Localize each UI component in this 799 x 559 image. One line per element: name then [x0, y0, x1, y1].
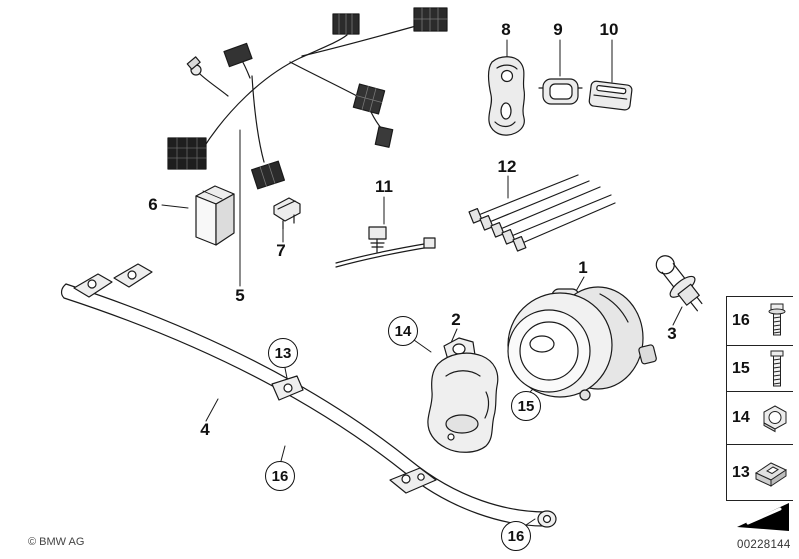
callout-8[interactable]: 8	[501, 20, 511, 39]
cable-ties-part12	[468, 174, 616, 252]
callout-10[interactable]: 10	[599, 20, 619, 39]
clip-nut-icon	[754, 461, 788, 487]
callout-circle-13[interactable]: 13	[268, 338, 298, 368]
bulb-part3	[655, 255, 703, 312]
callout-5[interactable]: 5	[235, 286, 245, 305]
crossbar-tube-part4	[60, 263, 557, 528]
callout-6[interactable]: 6	[148, 195, 158, 214]
clip-part9	[538, 78, 583, 105]
callout-11[interactable]: 11	[375, 177, 393, 196]
legend-row-16[interactable]: 16	[727, 297, 793, 346]
callout-12[interactable]: 12	[497, 157, 517, 176]
callout-circle-14[interactable]: 14	[388, 316, 418, 346]
fuse-part7	[273, 197, 301, 230]
legend-label-14: 14	[732, 409, 750, 426]
bracket-part2	[427, 337, 499, 453]
legend-row-15[interactable]: 15	[727, 346, 793, 392]
cable-tie-part11	[335, 226, 436, 268]
relay-part6	[195, 185, 235, 246]
direction-arrow-icon	[737, 503, 789, 531]
hex-bolt-icon	[768, 303, 786, 336]
document-number: 00228144	[737, 539, 791, 551]
legend-row-13[interactable]: 13	[727, 445, 793, 501]
hex-bolt-icon	[770, 350, 784, 386]
legend-label-16: 16	[732, 312, 750, 329]
hex-nut-icon	[763, 405, 787, 433]
holder-part8	[487, 56, 526, 136]
callout-circle-16-bottom[interactable]: 16	[501, 521, 531, 551]
legend-label-15: 15	[732, 359, 750, 377]
legend-label-13: 13	[732, 463, 750, 481]
callout-1[interactable]: 1	[578, 258, 588, 277]
callout-circle-15[interactable]: 15	[511, 391, 541, 421]
fasteners-legend: 16 15 14	[726, 296, 793, 501]
callout-circle-16-left[interactable]: 16	[265, 461, 295, 491]
callout-4[interactable]: 4	[200, 420, 210, 439]
leader-lines	[161, 39, 683, 528]
cover-part10	[588, 80, 633, 111]
fog-lamp-part1	[507, 286, 657, 401]
copyright-text: © BMW AG	[28, 536, 85, 548]
callout-7[interactable]: 7	[276, 241, 286, 260]
legend-row-14[interactable]: 14	[727, 392, 793, 445]
callout-2[interactable]: 2	[451, 310, 461, 329]
bracket-part13-drawing	[271, 375, 304, 401]
callout-3[interactable]: 3	[667, 324, 677, 343]
wiring-harness-part5	[167, 7, 448, 190]
callout-9[interactable]: 9	[553, 20, 563, 39]
